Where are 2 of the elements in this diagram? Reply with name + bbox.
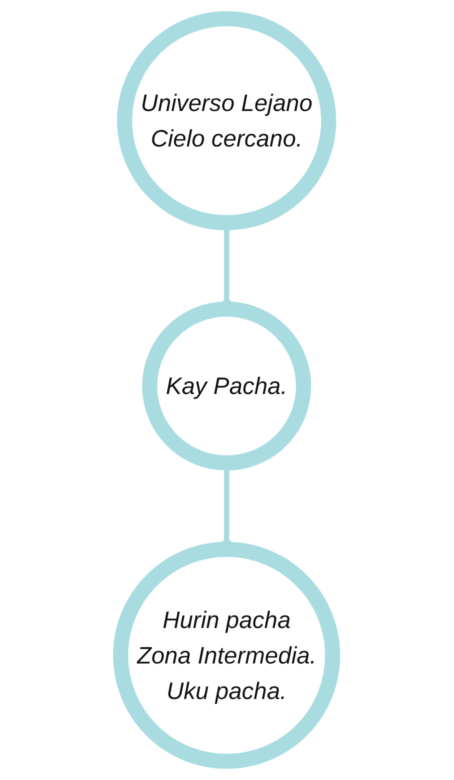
node-circle: Kay Pacha. <box>142 302 312 471</box>
node-circle: Universo Lejano Cielo cercano. <box>117 11 337 230</box>
